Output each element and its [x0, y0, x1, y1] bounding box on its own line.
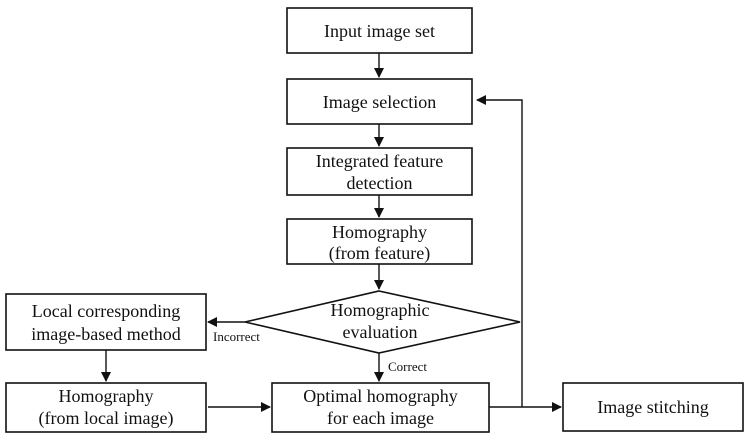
- homographic-evaluation-label-line2: evaluation: [343, 322, 418, 342]
- node-homographic-evaluation: Homographic evaluation: [244, 290, 521, 354]
- homographic-evaluation-diamond: [244, 290, 521, 354]
- homography-local-label-line1: Homography: [59, 386, 154, 406]
- node-image-stitching: Image stitching: [562, 382, 744, 432]
- homography-feature-box: [286, 218, 473, 265]
- image-stitching-label: Image stitching: [597, 397, 708, 417]
- node-integrated-feature-detection: Integrated feature detection: [286, 147, 473, 196]
- optimal-homography-label-line1: Optimal homography: [303, 386, 457, 406]
- integrated-feature-detection-label-line2: detection: [347, 173, 413, 193]
- local-method-box: [5, 293, 207, 351]
- node-image-selection: Image selection: [286, 78, 473, 125]
- integrated-feature-detection-label-line1: Integrated feature: [316, 151, 443, 171]
- local-method-label-line1: Local corresponding: [32, 301, 180, 321]
- integrated-feature-detection-box: [286, 147, 473, 196]
- homographic-evaluation-label-line1: Homographic: [331, 300, 430, 320]
- homography-feature-label-line1: Homography: [332, 222, 427, 242]
- optimal-homography-box: [271, 382, 490, 433]
- homography-local-label-line2: (from local image): [39, 408, 174, 429]
- input-image-set-label: Input image set: [324, 21, 435, 41]
- homography-local-box: [5, 382, 207, 433]
- image-stitching-box: [562, 382, 744, 432]
- optimal-homography-label-line2: for each image: [327, 408, 434, 428]
- input-image-set-box: [286, 7, 473, 54]
- image-selection-box: [286, 78, 473, 125]
- homography-feature-label-line2: (from feature): [329, 243, 430, 264]
- node-homography-local: Homography (from local image): [5, 382, 207, 433]
- node-local-method: Local corresponding image-based method: [5, 293, 207, 351]
- edges: [101, 53, 562, 412]
- local-method-label-line2: image-based method: [31, 324, 180, 344]
- image-selection-label: Image selection: [323, 92, 436, 112]
- node-input-image-set: Input image set: [286, 7, 473, 54]
- correct-edge-label: Correct: [388, 359, 427, 374]
- arrow-feedback-to-selection: [476, 95, 523, 407]
- incorrect-edge-label: Incorrect: [213, 329, 260, 344]
- node-optimal-homography: Optimal homography for each image: [271, 382, 490, 433]
- node-homography-feature: Homography (from feature): [286, 218, 473, 265]
